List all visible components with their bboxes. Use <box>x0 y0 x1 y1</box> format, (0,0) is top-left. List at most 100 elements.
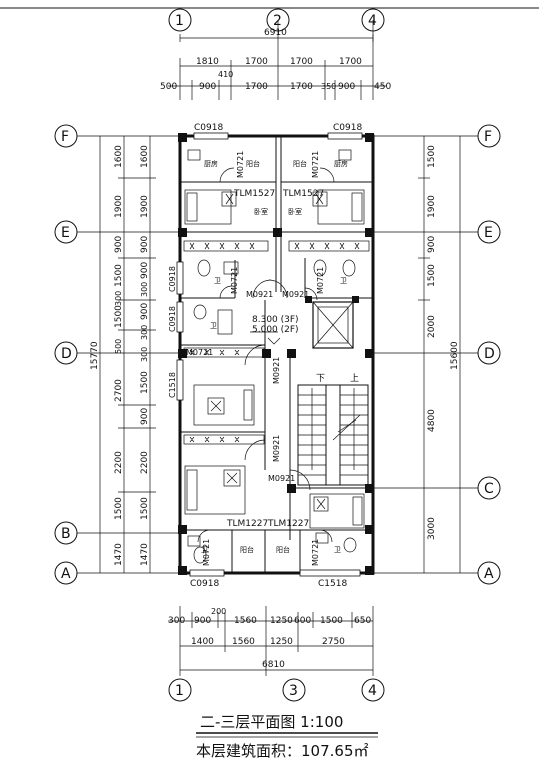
room-wc-2: 卫 <box>340 277 347 285</box>
win-label-top-left: C0918 <box>194 123 223 133</box>
dim-left-i7: 300 <box>140 325 149 340</box>
tlm-top-left: TLM1527 <box>233 189 275 199</box>
door-label-11: M0921 <box>268 474 295 483</box>
door-label-6: M0721 <box>311 539 320 566</box>
tlm-top-right: TLM1527 <box>282 189 324 199</box>
dim-top-1: 1810 <box>196 57 219 67</box>
dim-left-total: 15770 <box>90 341 100 370</box>
axis-top-4: 4 <box>368 13 377 29</box>
dim-top-r2-6: 900 <box>338 82 355 92</box>
tlm-bottom-left: TLM1227 <box>226 519 268 529</box>
bed-top-left <box>184 189 237 225</box>
bed-lower-right <box>309 493 365 529</box>
dim-left-o7: 2200 <box>114 451 124 474</box>
dim-left-i13: 1470 <box>140 543 150 566</box>
dim-left-i12: 1500 <box>140 497 150 520</box>
win-label-bottom-left: C0918 <box>190 579 219 589</box>
window-top-right <box>327 132 363 140</box>
win-label-top-right: C0918 <box>333 123 362 133</box>
dim-right-6: 4800 <box>427 409 437 432</box>
dim-top-r2-7: 450 <box>374 82 391 92</box>
dim-bot-total: 6810 <box>262 660 285 670</box>
dim-right-4: 1500 <box>427 264 437 287</box>
axis-right-e: E <box>484 225 493 241</box>
dim-bot-r2-4: 2750 <box>322 637 345 647</box>
dim-right-7: 3000 <box>427 517 437 540</box>
elev-2f: 5.000 (2F) <box>252 325 299 335</box>
dim-top-total: 6910 <box>264 28 287 38</box>
axis-right-f: F <box>484 129 492 145</box>
dim-left-o4: 1500 <box>114 264 124 287</box>
dim-left-i9: 1500 <box>140 371 150 394</box>
door-label-9: M0921 <box>272 357 281 384</box>
door-label-2: M0721 <box>311 151 320 178</box>
dim-left-o6: 2700 <box>114 379 124 402</box>
dim-bot-5: 1250 <box>270 616 293 626</box>
door-label-12: M0721 <box>186 348 213 357</box>
dim-bot-r2-1: 1400 <box>191 637 214 647</box>
axis-right-c: C <box>484 481 494 497</box>
axis-left-a: A <box>61 566 71 582</box>
elevation-marker: 8.300 (3F) 5.000 (2F) <box>250 315 299 345</box>
dim-right-3: 900 <box>427 236 437 253</box>
win-label-left-2: C0918 <box>168 306 177 332</box>
stair-up-label: 上 <box>350 373 359 384</box>
dim-top-r2-4: 1700 <box>290 82 313 92</box>
door-label-10: M0921 <box>272 435 281 462</box>
door-label-3: M0721 <box>230 267 239 294</box>
dim-left-i5: 300 <box>140 282 149 297</box>
dim-left-s1: 300 <box>114 291 123 306</box>
axis-top-1: 1 <box>175 13 184 29</box>
axis-left-f: F <box>61 129 69 145</box>
axis-left-b: B <box>61 526 71 542</box>
bed-lower-left <box>184 465 246 515</box>
window-top-left <box>193 132 229 140</box>
right-dimensions: 15600 1500 1900 900 1500 2000 4800 3000 <box>373 135 478 574</box>
stair-down-label: 下 <box>316 374 325 384</box>
axis-left-e: E <box>61 225 70 241</box>
drawing-title: 二-三层平面图 1:100 <box>200 713 343 731</box>
door-label-1: M0721 <box>236 151 245 178</box>
dim-bot-r2-2: 1560 <box>232 637 255 647</box>
right-axis-bubbles: F E D C A <box>477 124 501 585</box>
bed-top-right <box>312 189 365 225</box>
axis-top-2: 2 <box>273 13 282 29</box>
room-balcony-bottom-right: 阳台 <box>276 545 290 554</box>
dim-left-o2: 1900 <box>114 195 124 218</box>
window-left-2 <box>176 301 184 333</box>
left-axis-bubbles: F E D B A <box>54 124 94 585</box>
axis-right-a: A <box>484 566 494 582</box>
room-bedroom-left: 卧室 <box>254 207 268 216</box>
door-label-8: M0921 <box>282 290 309 299</box>
dim-right-total: 15600 <box>450 341 460 370</box>
building-plan: 下 上 <box>168 123 375 589</box>
dim-left-o3: 900 <box>114 236 124 253</box>
win-label-left-1: C0918 <box>168 266 177 292</box>
dim-left-o1: 1600 <box>114 145 124 168</box>
room-wc-5: 卫 <box>334 546 341 554</box>
door-swings <box>197 167 335 543</box>
window-bottom-right <box>299 569 361 577</box>
dim-bot-2: 900 <box>194 616 211 626</box>
dim-left-i2: 1900 <box>140 195 150 218</box>
dim-top-2: 1700 <box>245 57 268 67</box>
door-label-7: M0921 <box>246 290 273 299</box>
dim-bot-1: 300 <box>168 616 185 626</box>
room-balcony-top-left: 阳台 <box>246 159 260 168</box>
axis-bot-3: 3 <box>289 683 298 699</box>
bottom-dimensions: 300 900 200 1560 1250 600 1500 650 1400 … <box>168 606 374 676</box>
elev-3f: 8.300 (3F) <box>252 315 299 325</box>
dim-top-r2-3: 1700 <box>245 82 268 92</box>
dim-bot-8: 650 <box>354 616 371 626</box>
dim-left-i6: 900 <box>140 303 150 320</box>
top-dimensions: 6910 1810 1700 1700 1700 410 500 900 170… <box>160 20 391 100</box>
door-label-5: M0721 <box>202 539 211 566</box>
bath-fixtures <box>187 149 357 564</box>
room-wc-1: 卫 <box>214 277 221 285</box>
dim-right-1: 1500 <box>427 145 437 168</box>
window-left-1 <box>176 261 184 295</box>
axis-bot-1: 1 <box>175 683 184 699</box>
room-balcony-bottom-left: 阳台 <box>240 545 254 554</box>
room-wc-4: 卫 <box>201 546 208 554</box>
